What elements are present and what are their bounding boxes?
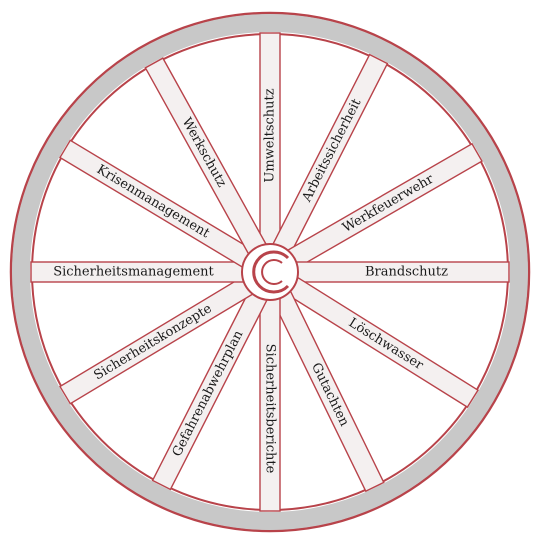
spoke-label: Umweltschutz [263, 88, 278, 182]
spoke: Brandschutz [296, 262, 509, 282]
spoke: Umweltschutz [260, 33, 280, 246]
spoke-label: Sicherheitsberichte [263, 344, 278, 474]
spoke-label: Sicherheitsmanagement [53, 265, 214, 280]
spoke-label: Brandschutz [365, 265, 448, 280]
spoke: Sicherheitsberichte [260, 298, 280, 511]
spoke: Sicherheitsmanagement [31, 262, 244, 282]
hub [242, 244, 298, 300]
